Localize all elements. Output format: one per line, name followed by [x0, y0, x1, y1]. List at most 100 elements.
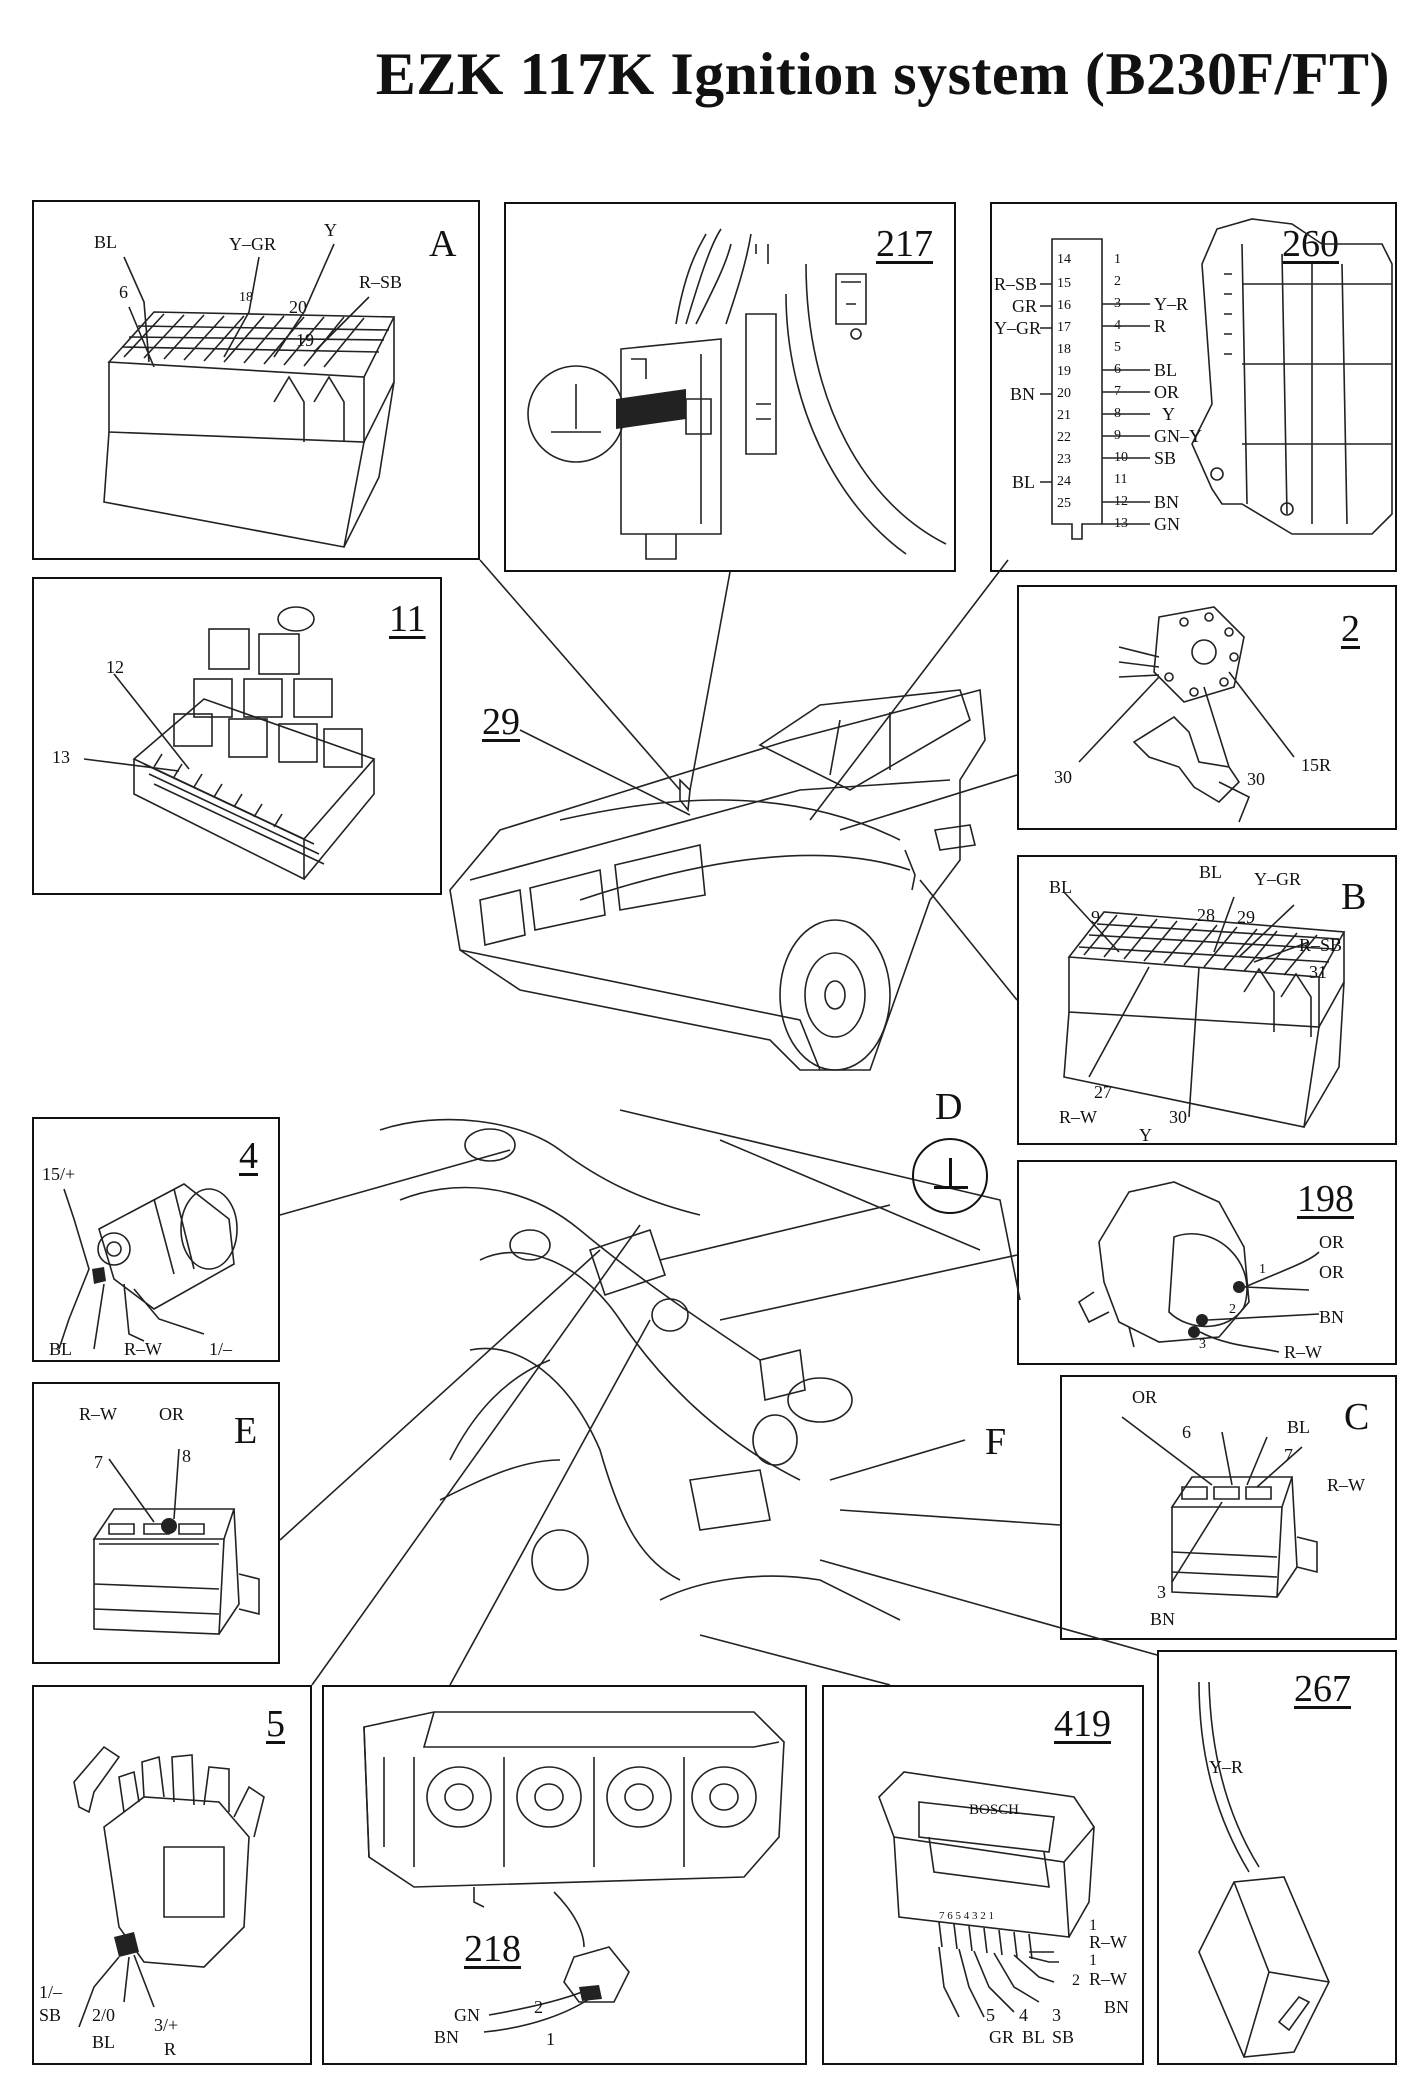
pin-num: 16 — [1057, 298, 1071, 313]
panel-2-ignition-switch: 2 30 30 15R — [1017, 585, 1397, 830]
label-bn: BN — [1319, 1307, 1345, 1327]
label-30: 30 — [1169, 1107, 1187, 1127]
pin-wire: BL — [1154, 360, 1178, 380]
label-2: 2 — [1229, 1302, 1236, 1317]
pin-wire: SB — [1154, 448, 1177, 468]
label-8: 8 — [182, 1446, 191, 1466]
panel-id: 2 — [1341, 608, 1360, 650]
label-bl: BL — [1049, 877, 1073, 897]
panel-id: E — [234, 1410, 258, 1452]
fuse-box-drawing — [103, 311, 396, 548]
label-9: 9 — [1091, 907, 1100, 927]
pin-14: 14 — [1057, 252, 1071, 267]
label-sb: SB — [39, 2005, 62, 2025]
label-2: 2 — [1072, 1972, 1080, 1989]
panel-id: 11 — [389, 598, 426, 640]
label-bl: BL — [1022, 2027, 1046, 2047]
ground-symbol-icon — [912, 1138, 988, 1214]
pin-num: 1 — [1114, 252, 1121, 267]
relay-box-drawing — [83, 606, 376, 881]
panel-4-ignition-coil: 4 15/+ BL R–W 1/– — [32, 1117, 280, 1362]
panel-id: 4 — [239, 1135, 258, 1177]
ignition-coil-drawing — [58, 1183, 238, 1350]
label-6: 6 — [1182, 1422, 1191, 1442]
panel-id: 217 — [876, 223, 933, 265]
connector-drawing — [1051, 218, 1393, 540]
ground-id: D — [935, 1086, 963, 1128]
label-bl: BL — [49, 1339, 73, 1359]
label-or: OR — [1319, 1232, 1345, 1252]
panel-218-knock-sensor: 218 GN 2 BN 1 — [322, 1685, 807, 2065]
throttle-switch-drawing — [1077, 1181, 1320, 1353]
label-bn: BN — [434, 2027, 460, 2047]
pin-num: 20 — [1057, 386, 1071, 401]
ignition-switch-drawing — [1078, 606, 1295, 823]
label-r-w: R–W — [1089, 1969, 1127, 1989]
label-r-w: R–W — [1284, 1342, 1322, 1362]
label-3: 3 — [1157, 1582, 1166, 1602]
pin-num: 24 — [1057, 474, 1071, 489]
panel-id: 419 — [1054, 1703, 1111, 1745]
label-1: 1 — [1089, 1917, 1097, 1934]
label-gr: GR — [989, 2027, 1015, 2047]
fuse-box-drawing — [1063, 891, 1346, 1128]
label-7: 7 — [1284, 1445, 1293, 1465]
label-bl: BL — [1287, 1417, 1311, 1437]
label-2: 2 — [534, 1997, 543, 2017]
label-15-plus: 15/+ — [42, 1164, 76, 1184]
pin-wire: R — [1154, 316, 1167, 336]
label-r-w: R–W — [1089, 1932, 1127, 1952]
car-id: 29 — [482, 701, 520, 743]
label-sb: SB — [1052, 2027, 1075, 2047]
label-or: OR — [1132, 1387, 1158, 1407]
pin-num: 5 — [1114, 340, 1121, 355]
label-y: Y — [1139, 1125, 1152, 1145]
label-y: Y — [324, 220, 337, 240]
panel-id: C — [1344, 1396, 1370, 1438]
pin-num: 2 — [1114, 274, 1121, 289]
panel-260-control-unit: 260 14 R–SB 15 GR 16 Y–GR 17 18 19 BN 20… — [990, 202, 1397, 572]
label-30: 30 — [1054, 767, 1072, 787]
label-or: OR — [159, 1404, 185, 1424]
panel-5-distributor: 5 1/– SB 2/0 BL 3/+ R — [32, 1685, 312, 2065]
panel-c-connector: C OR 6 BL 7 R–W 3 BN — [1060, 1375, 1397, 1640]
label-18: 18 — [239, 290, 253, 305]
label-20: 20 — [289, 297, 307, 317]
connector-drawing — [92, 1448, 260, 1635]
label-bl: BL — [92, 2032, 116, 2052]
label-1-minus: 1/– — [209, 1339, 233, 1359]
pin-wire: GN — [1154, 514, 1180, 534]
panel-id: 218 — [464, 1928, 521, 1970]
pin-wire: BN — [1154, 492, 1180, 512]
panel-11-relay-box: 11 12 13 — [32, 577, 442, 895]
label-29: 29 — [1237, 907, 1255, 927]
label-6: 6 — [119, 282, 128, 302]
pin-wire: Y–GR — [994, 318, 1042, 338]
label-1-minus: 1/– — [39, 1982, 63, 2002]
label-r: R — [164, 2039, 177, 2059]
label-r-w: R–W — [79, 1404, 117, 1424]
label-7: 7 — [94, 1452, 103, 1472]
panel-217-ground-point: 217 — [504, 202, 956, 572]
ground-point-drawing — [527, 228, 947, 560]
pin-wire: Y–R — [1154, 294, 1189, 314]
fuse-id: F — [985, 1421, 1007, 1463]
label-19: 19 — [296, 330, 314, 350]
label-5: 5 — [986, 2005, 995, 2025]
panel-419-control-module: 419 BOSCH 7 6 5 4 3 2 1 1 R–W 1 2 R–W BN… — [822, 1685, 1144, 2065]
sensor-drawing — [1198, 1681, 1330, 2058]
engine-block-drawing — [363, 1711, 785, 2033]
pin-num: 19 — [1057, 364, 1071, 379]
label-y-gr: Y–GR — [229, 234, 277, 254]
panel-e-connector: E R–W OR 7 8 — [32, 1382, 280, 1664]
leader-lines — [123, 243, 370, 368]
label-bl: BL — [1199, 862, 1223, 882]
label-3-plus: 3/+ — [154, 2015, 179, 2035]
pin-wire: R–SB — [994, 274, 1038, 294]
panel-198-throttle-switch: 198 OR 1 OR 2 BN 3 R–W — [1017, 1160, 1397, 1365]
label-1: 1 — [546, 2029, 555, 2049]
label-r-w: R–W — [1327, 1475, 1365, 1495]
label-y-gr: Y–GR — [1254, 869, 1302, 889]
label-13: 13 — [52, 747, 70, 767]
pin-wire: BL — [1012, 472, 1036, 492]
